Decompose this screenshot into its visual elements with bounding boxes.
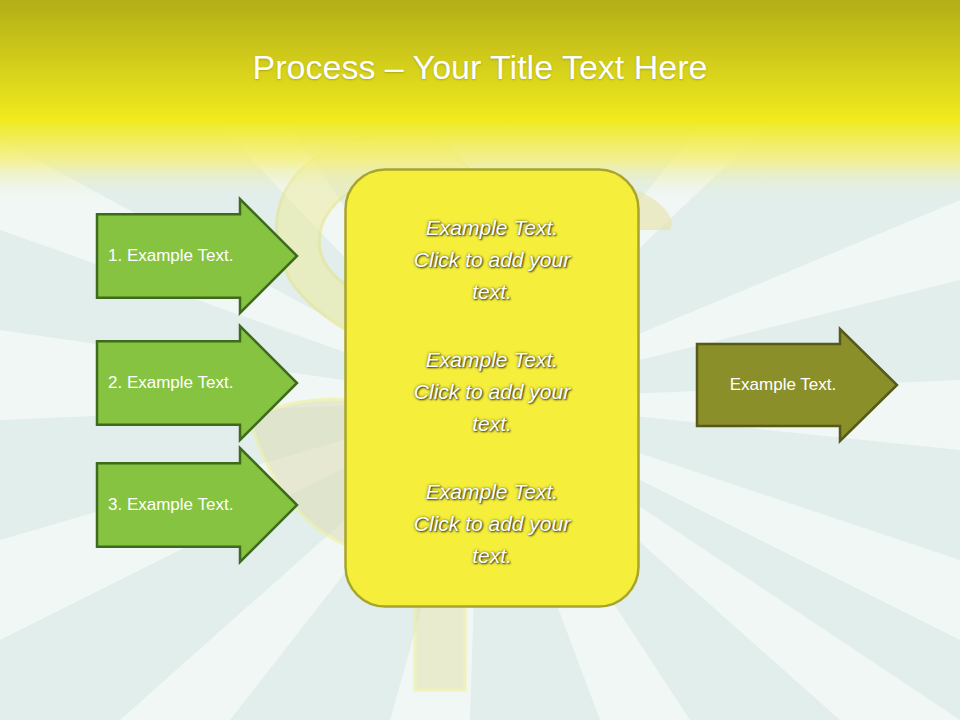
slide-title: Process – Your Title Text Here (0, 48, 960, 87)
input-arrow: 3. Example Text. (96, 447, 298, 563)
process-box: Example Text. Click to add your text. Exa… (344, 168, 640, 608)
output-arrow: Example Text. (696, 328, 898, 442)
arrow-label: 1. Example Text. (108, 246, 233, 266)
arrow-label: Example Text. (730, 375, 836, 395)
input-arrow: 2. Example Text. (96, 325, 298, 441)
process-box-path (346, 170, 639, 607)
input-arrow-path (97, 326, 297, 440)
input-arrow: 1. Example Text. (96, 198, 298, 314)
input-arrow-path (97, 448, 297, 562)
box-text: Example Text. Click to add your text. (407, 344, 577, 440)
box-text: Example Text. Click to add your text. (407, 212, 577, 308)
box-text: Example Text. Click to add your text. (407, 476, 577, 572)
arrow-label: 3. Example Text. (108, 495, 233, 515)
input-arrow-path (97, 199, 297, 313)
arrow-label: 2. Example Text. (108, 373, 233, 393)
output-arrow-path (697, 329, 897, 441)
